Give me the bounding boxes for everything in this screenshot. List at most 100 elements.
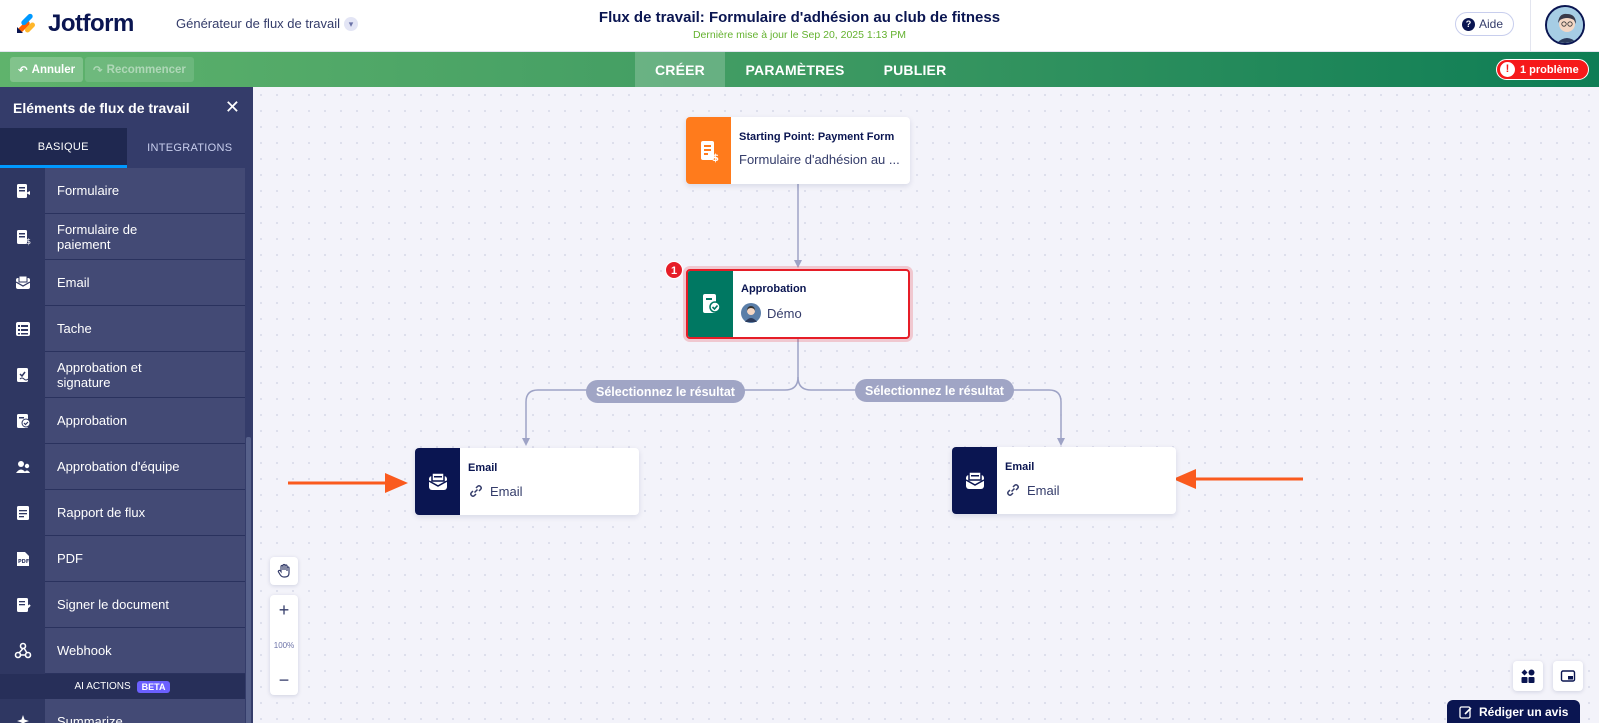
redo-icon: ↷ [93, 64, 103, 77]
svg-text:$: $ [712, 153, 719, 163]
sidebar-item-label: Approbation [57, 413, 128, 428]
apps-icon [1521, 669, 1535, 683]
sidebar-title: Eléments de flux de travail [13, 99, 190, 116]
sidebar-item-label: Signer le document [57, 597, 170, 612]
email-icon [415, 448, 460, 515]
assignee-name: Démo [767, 305, 802, 321]
tab-integrations[interactable]: INTEGRATIONS [147, 142, 233, 154]
sign-document-icon [0, 581, 45, 628]
redo-button[interactable]: ↷ Recommencer [85, 57, 194, 82]
undo-button[interactable]: ↶ Annuler [10, 57, 84, 82]
sidebar-item-label: Approbation d'équipe [57, 459, 180, 474]
start-node[interactable]: $ Starting Point: Payment Form Formulair… [686, 117, 910, 184]
zoom-in-button[interactable]: + [278, 600, 290, 620]
top-bar: Jotform Générateur de flux de travail ▾ … [0, 0, 1599, 52]
email-node-right[interactable]: Email Email [952, 447, 1176, 514]
sidebar-scrollbar[interactable] [246, 437, 251, 723]
email-node-left[interactable]: Email Email [415, 448, 639, 515]
sidebar-item-label: Formulaire de paiement [57, 221, 138, 252]
beta-badge: BETA [136, 680, 171, 693]
sidebar-item-task[interactable]: Tache [0, 305, 245, 352]
link-icon [1007, 484, 1019, 496]
jotform-logo[interactable]: Jotform [14, 10, 134, 38]
zoom-controls: + 100% − [270, 595, 298, 695]
sidebar-item-email[interactable]: Email [0, 259, 245, 306]
start-node-title: Starting Point: Payment Form [739, 131, 895, 143]
approval-signature-icon [0, 351, 45, 398]
select-result-pill-right[interactable]: Sélectionnez le résultat [855, 379, 1014, 402]
assignee-avatar [741, 303, 761, 323]
avatar-illustration [1547, 7, 1583, 43]
task-icon [0, 305, 45, 352]
sidebar-item-webhook[interactable]: Webhook [0, 627, 245, 674]
sidebar-item-label: Webhook [57, 643, 112, 658]
undo-icon: ↶ [18, 64, 28, 77]
payment-form-icon: $ [0, 213, 45, 260]
sidebar-item-label: Summarize [57, 714, 123, 723]
error-count-badge[interactable]: 1 [665, 261, 683, 279]
zoom-level: 100% [273, 640, 295, 650]
close-icon[interactable]: ✕ [224, 97, 240, 117]
sidebar-item-label: Tache [57, 321, 92, 336]
pdf-icon: PDF [0, 535, 45, 582]
divider [1530, 0, 1531, 52]
help-button[interactable]: ? Aide [1455, 12, 1515, 36]
write-review-label: Rédiger un avis [1479, 704, 1569, 719]
jotform-logo-icon [17, 13, 35, 33]
svg-text:PDF: PDF [18, 559, 29, 565]
problem-badge[interactable]: ! 1 problème [1496, 59, 1589, 80]
sidebar-item-label: PDF [57, 551, 83, 566]
right-pointer-arrow [1173, 469, 1303, 489]
question-icon: ? [1462, 17, 1475, 31]
edit-review-icon [1459, 705, 1472, 719]
select-result-pill-left[interactable]: Sélectionnez le résultat [586, 380, 745, 403]
approval-icon [688, 271, 733, 337]
builder-toolbar: ↶ Annuler ↷ Recommencer CRÉER PARAMÈTRES… [0, 52, 1599, 87]
user-avatar[interactable] [1545, 5, 1585, 45]
sidebar-element-list: Formulaire $ Formulaire de paiement Emai… [0, 167, 253, 723]
sidebar-item-flow-report[interactable]: Rapport de flux [0, 489, 245, 536]
ai-actions-header: AI ACTIONS BETA [0, 674, 245, 699]
sidebar-item-team-approval[interactable]: Approbation d'équipe [0, 443, 245, 490]
tab-publish[interactable]: PUBLIER [883, 61, 947, 78]
minimap-button[interactable] [1553, 661, 1583, 691]
builder-selector[interactable]: Générateur de flux de travail ▾ [176, 16, 359, 31]
help-label: Aide [1479, 17, 1504, 31]
problem-label: 1 problème [1520, 63, 1579, 76]
email-node-subtitle: Email [468, 483, 523, 499]
summarize-icon [0, 698, 45, 723]
sidebar-tabs: BASIQUE INTEGRATIONS [0, 128, 253, 168]
sidebar-item-pdf[interactable]: PDF PDF [0, 535, 245, 582]
payment-form-icon: $ [686, 117, 731, 184]
sidebar-item-sign-document[interactable]: Signer le document [0, 581, 245, 628]
approval-icon [0, 397, 45, 444]
write-review-button[interactable]: Rédiger un avis [1447, 700, 1581, 723]
sidebar-item-approval-signature[interactable]: Approbation et signature [0, 351, 245, 398]
alert-icon: ! [1500, 62, 1515, 77]
approval-node[interactable]: Approbation Démo [686, 269, 910, 339]
email-icon [952, 447, 997, 514]
sidebar-item-payment-form[interactable]: $ Formulaire de paiement [0, 213, 245, 260]
webhook-icon [0, 627, 45, 674]
email-node-subtitle-text: Email [1027, 482, 1060, 498]
workflow-canvas[interactable]: $ Starting Point: Payment Form Formulair… [253, 87, 1599, 723]
zoom-out-button[interactable]: − [278, 670, 290, 690]
pan-tool-button[interactable] [270, 557, 298, 585]
sidebar-item-label: Formulaire [57, 183, 120, 198]
left-pointer-arrow [288, 473, 408, 493]
apps-button[interactable] [1513, 661, 1543, 691]
form-icon [0, 167, 45, 214]
sidebar-item-approval[interactable]: Approbation [0, 397, 245, 444]
minimap-icon [1560, 670, 1576, 682]
tab-create[interactable]: CRÉER [635, 52, 725, 87]
sidebar-item-form[interactable]: Formulaire [0, 167, 245, 214]
sidebar-item-summarize[interactable]: Summarize [0, 698, 245, 723]
tab-basic[interactable]: BASIQUE [0, 128, 127, 168]
tab-settings[interactable]: PARAMÈTRES [745, 61, 845, 78]
email-node-title: Email [468, 462, 498, 474]
redo-label: Recommencer [106, 63, 186, 76]
team-approval-icon [0, 443, 45, 490]
connector-lines [288, 184, 1303, 493]
email-icon [0, 259, 45, 306]
sidebar-item-label: Approbation et signature [57, 359, 142, 390]
